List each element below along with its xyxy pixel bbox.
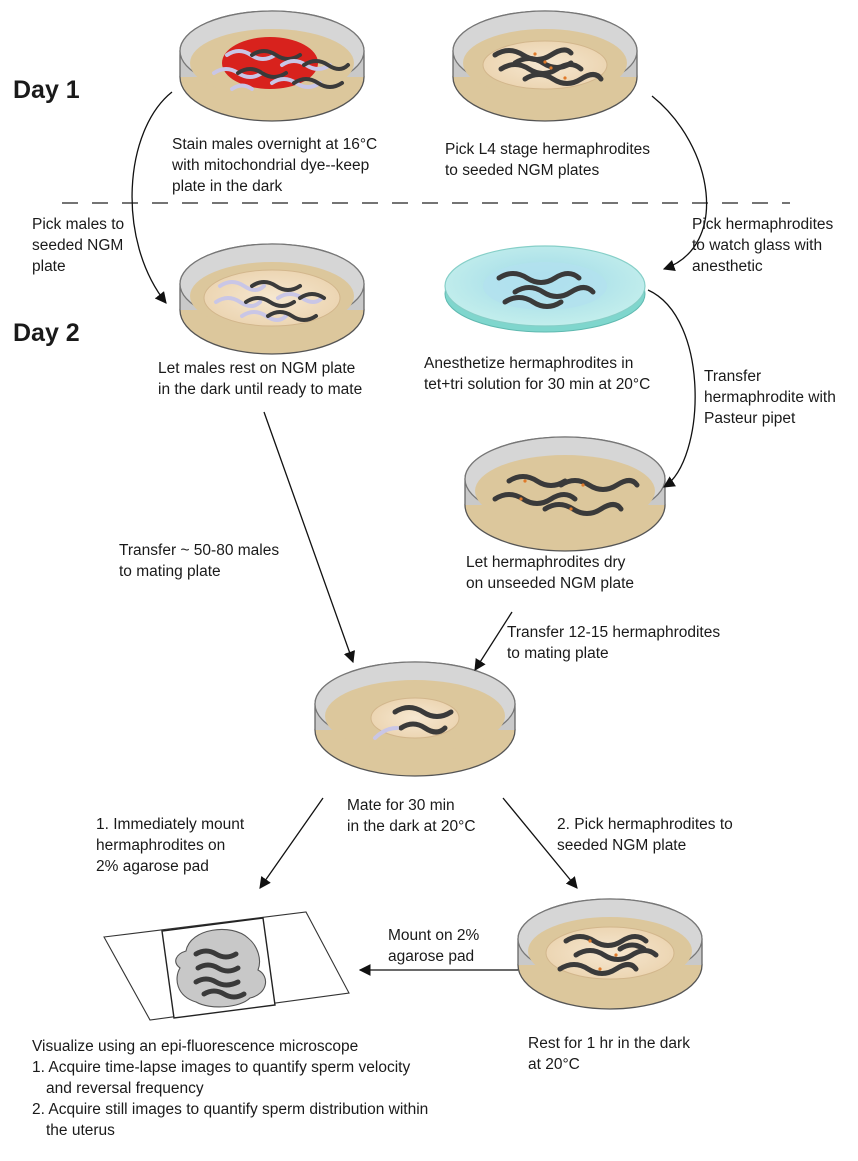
plate-l4-hermaphrodites <box>452 10 638 122</box>
arrow-males-to-mating <box>263 411 355 664</box>
plate-mating <box>314 661 516 777</box>
plate-males-rest <box>179 243 365 355</box>
label-pick-herm-seeded: 2. Pick hermaphrodites to seeded NGM pla… <box>557 816 733 854</box>
label-transfer-pasteur: Transfer hermaphrodite with Pasteur pipe… <box>704 368 836 427</box>
label-pick-herm-watch: Pick hermaphrodites to watch glass with … <box>692 216 834 275</box>
label-pick-l4: Pick L4 stage hermaphrodites to seeded N… <box>445 141 651 179</box>
visualize-steps: 1. Acquire time-lapse images to quantify… <box>32 1057 432 1141</box>
label-let-herm-dry: Let hermaphrodites dry on unseeded NGM p… <box>466 554 635 592</box>
arrow-mating-to-slide <box>259 797 324 889</box>
day-2-label: Day 2 <box>13 319 80 347</box>
visualize-block: Visualize using an epi-fluorescence micr… <box>32 1036 432 1141</box>
arrow-l4-to-watch <box>651 95 708 272</box>
watch-glass <box>444 245 646 333</box>
label-mate: Mate for 30 min in the dark at 20°C <box>347 797 476 835</box>
arrow-watch-to-dry <box>647 289 696 488</box>
plate-rest <box>517 898 703 1010</box>
label-transfer-males: Transfer ~ 50-80 males to mating plate <box>119 542 280 580</box>
label-pick-males: Pick males to seeded NGM plate <box>32 216 125 275</box>
label-anesthetize: Anesthetize hermaphrodites in tet+tri so… <box>424 355 651 393</box>
arrow-mating-to-rest <box>502 797 578 889</box>
visualize-step-2: 2. Acquire still images to quantify sper… <box>32 1101 429 1139</box>
day-1-label: Day 1 <box>13 76 80 104</box>
label-mount-agarose: Mount on 2% agarose pad <box>388 927 480 965</box>
visualize-step-1: 1. Acquire time-lapse images to quantify… <box>32 1059 411 1097</box>
visualize-intro: Visualize using an epi-fluorescence micr… <box>32 1038 359 1055</box>
plate-hermaphrodites-dry <box>464 436 666 552</box>
label-transfer-herm: Transfer 12-15 hermaphrodites to mating … <box>507 624 721 662</box>
arrow-stain-to-rest <box>131 91 173 304</box>
label-stain-males: Stain males overnight at 16°C with mitoc… <box>172 136 378 195</box>
label-let-males-rest: Let males rest on NGM plate in the dark … <box>158 360 363 398</box>
plate-stain-males <box>179 10 365 122</box>
label-rest: Rest for 1 hr in the dark at 20°C <box>528 1035 690 1073</box>
arrow-dry-to-mating <box>474 611 513 671</box>
label-mount-immediately: 1. Immediately mount hermaphrodites on 2… <box>96 816 245 875</box>
microscope-slide <box>103 911 350 1021</box>
